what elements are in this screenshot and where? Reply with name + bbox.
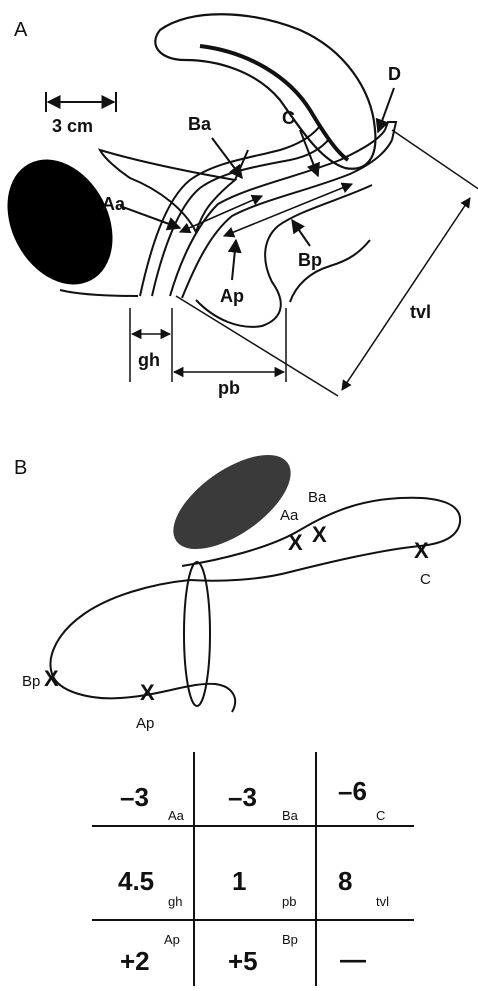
label-ap: Ap [220, 286, 244, 306]
label-d: D [388, 64, 401, 84]
point-aa-label: Aa [280, 507, 299, 524]
label-bp: Bp [298, 250, 322, 270]
gh-measure: gh [130, 308, 172, 382]
point-aa-mark: X [288, 530, 303, 555]
label-gh: gh [138, 350, 160, 370]
point-ba-label: Ba [308, 489, 327, 506]
grid-value-gh: 4.5 [118, 866, 154, 896]
ap-arrow [232, 240, 236, 280]
grid-label-bp: Bp [282, 932, 298, 947]
grid-label-gh: gh [168, 894, 182, 909]
point-bp-mark: X [44, 666, 59, 691]
point-ap-mark: X [140, 680, 155, 705]
point-c-mark: X [414, 538, 429, 563]
grid-label-pb: pb [282, 894, 296, 909]
grid-value-pb: 1 [232, 866, 246, 896]
panel-b-letter: B [14, 457, 27, 479]
point-c-label: C [420, 571, 431, 588]
grid-value-bp: +5 [228, 946, 258, 976]
label-c: C [282, 108, 295, 128]
perineum-line [60, 290, 138, 296]
bladder-outline [100, 150, 235, 232]
label-aa: Aa [102, 194, 126, 214]
grid-value-tvl: 8 [338, 866, 352, 896]
panel-a-letter: A [14, 19, 28, 41]
ba-arrow [212, 138, 242, 178]
bp-arrow [292, 220, 310, 246]
grid-value-ap: +2 [120, 946, 150, 976]
label-ba: Ba [188, 114, 212, 134]
grid-label-tvl: tvl [376, 894, 389, 909]
label-pb: pb [218, 378, 240, 398]
tvl-measure: tvl [176, 130, 478, 396]
grid-label-aa: Aa [168, 808, 185, 823]
bladder-neck-line [235, 150, 248, 180]
point-ba-mark: X [312, 522, 327, 547]
grid-value-c: –6 [338, 776, 367, 806]
pubic-bone-shape-b [158, 437, 306, 567]
grid-value-aa: –3 [120, 782, 149, 812]
grid-label-c: C [376, 808, 385, 823]
urethra-outline [140, 126, 320, 296]
vaginal-canal-anterior [170, 130, 385, 296]
point-ap-label: Ap [136, 715, 154, 732]
label-tvl: tvl [410, 302, 431, 322]
grid-value-ba: –3 [228, 782, 257, 812]
point-bp-label: Bp [22, 673, 40, 690]
vaginal-canal-posterior [182, 140, 392, 298]
pop-q-grid: –3 Aa –3 Ba –6 C 4.5 gh 1 pb 8 tvl +2 Ap… [92, 752, 414, 986]
uterus-outline [155, 14, 375, 169]
aa-arrow [120, 206, 180, 228]
scale-bar: 3 cm [46, 92, 116, 136]
grid-value-empty: — [340, 944, 366, 974]
grid-label-ba: Ba [282, 808, 299, 823]
scale-label: 3 cm [52, 116, 93, 136]
grid-label-ap: Ap [164, 932, 180, 947]
